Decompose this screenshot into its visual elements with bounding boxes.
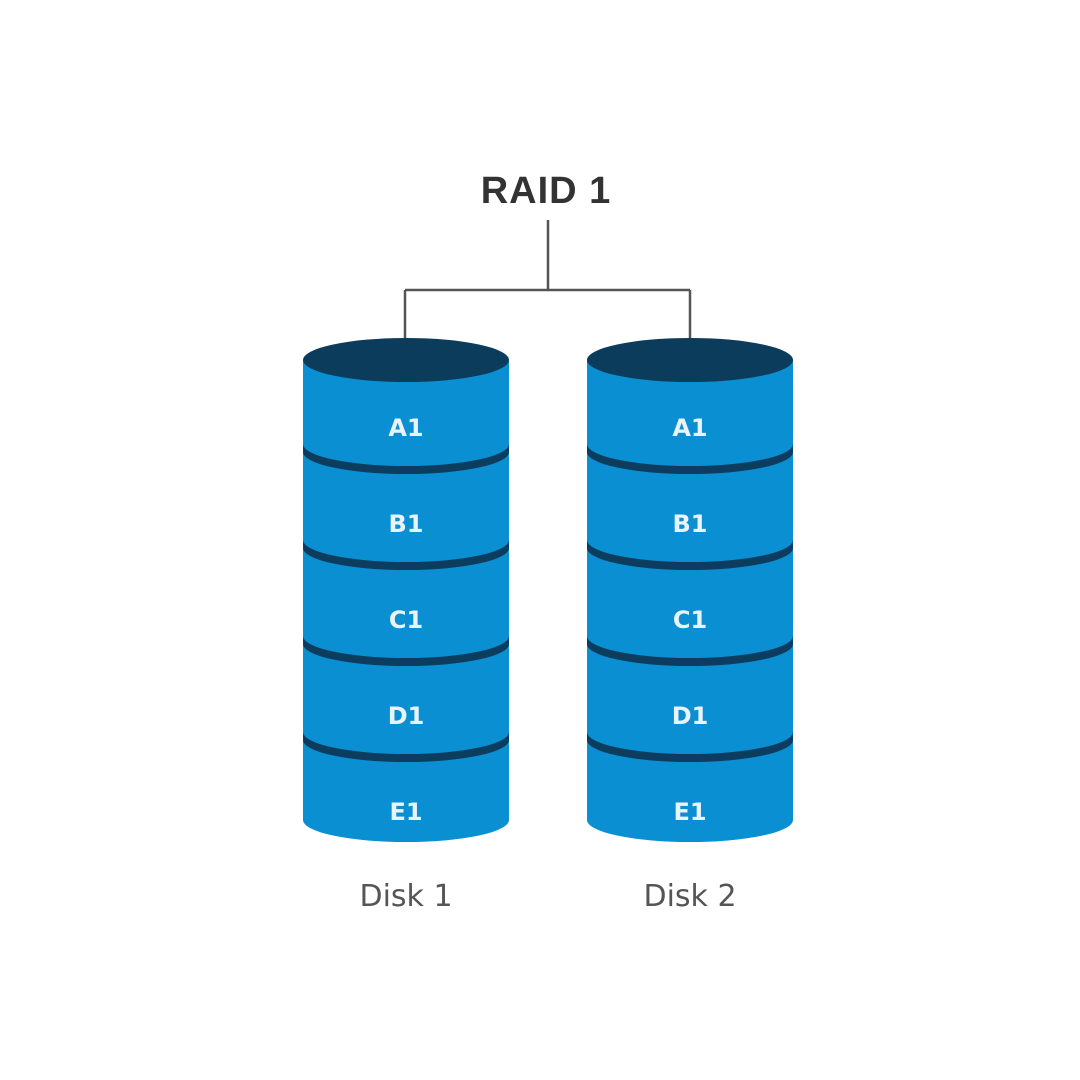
- block-label: C1: [389, 606, 423, 634]
- disk-body: [587, 360, 793, 842]
- connector-lines: [403, 220, 692, 360]
- block-label: D1: [388, 702, 425, 730]
- block-separator: [303, 444, 509, 474]
- disk-label: Disk 2: [643, 879, 736, 914]
- block-separator: [587, 732, 793, 762]
- block-separator: [587, 540, 793, 570]
- diagram-title: RAID 1: [481, 170, 612, 212]
- disk-top: [303, 338, 509, 382]
- block-separator: [587, 636, 793, 666]
- block-separator: [587, 444, 793, 474]
- block-label: C1: [673, 606, 707, 634]
- block-label: E1: [673, 798, 706, 826]
- block-label: A1: [672, 414, 707, 442]
- disk-body: [303, 360, 509, 842]
- block-label: E1: [389, 798, 422, 826]
- block-label: D1: [672, 702, 709, 730]
- block-label: B1: [389, 510, 424, 538]
- disk-label: Disk 1: [359, 879, 452, 914]
- block-separator: [303, 636, 509, 666]
- disk-top: [587, 338, 793, 382]
- block-label: A1: [388, 414, 423, 442]
- block-label: B1: [673, 510, 708, 538]
- block-separator: [303, 540, 509, 570]
- block-separator: [303, 732, 509, 762]
